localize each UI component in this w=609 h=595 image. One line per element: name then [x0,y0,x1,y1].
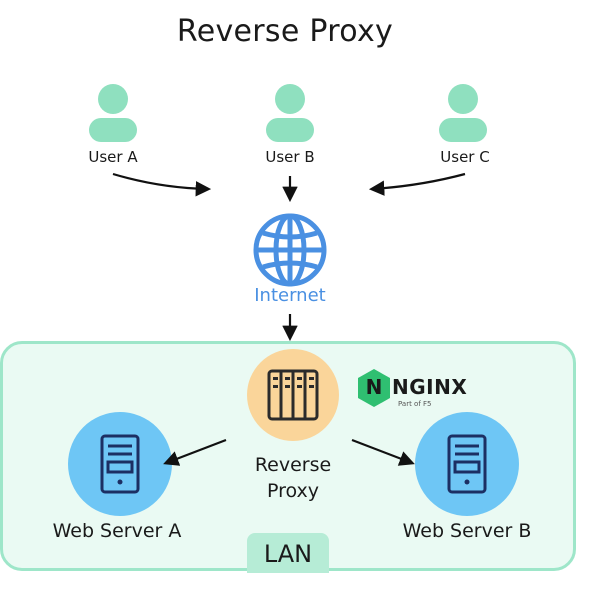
nginx-logo-icon [358,369,390,407]
lan-label: LAN [247,533,329,573]
user-c [428,80,498,146]
diagram-title: Reverse Proxy [176,14,394,49]
reverse-proxy-node [247,349,339,441]
reverse-proxy-label-line1: Reverse [254,454,332,476]
user-a [78,80,148,146]
arrow-user-c-to-internet [368,172,466,196]
arrow-user-a-to-internet [112,172,212,197]
web-server-b-node [415,412,519,516]
user-a-label: User A [88,148,138,166]
user-b [255,80,325,146]
nginx-logo-subtext: Part of F5 [398,400,432,408]
nginx-logo-letter: N [365,375,383,399]
web-server-a-label: Web Server A [52,520,182,542]
server-tower-icon [447,434,487,494]
reverse-proxy-label-line2: Proxy [266,480,320,502]
server-tower-icon [100,434,140,494]
user-icon [266,84,314,142]
user-icon [439,84,487,142]
web-server-a-node [68,412,172,516]
web-server-b-label: Web Server B [402,520,532,542]
reverse-proxy-label: Reverse Proxy [233,452,353,504]
internet-label: Internet [254,285,326,306]
globe-icon [253,213,327,287]
user-b-label: User B [265,148,315,166]
user-icon [89,84,137,142]
user-c-label: User C [440,148,490,166]
arrow-proxy-to-server-a [163,438,227,466]
arrow-proxy-to-server-b [351,438,415,466]
nginx-logo-text: NGINX [392,375,468,399]
server-rack-icon [267,369,319,421]
